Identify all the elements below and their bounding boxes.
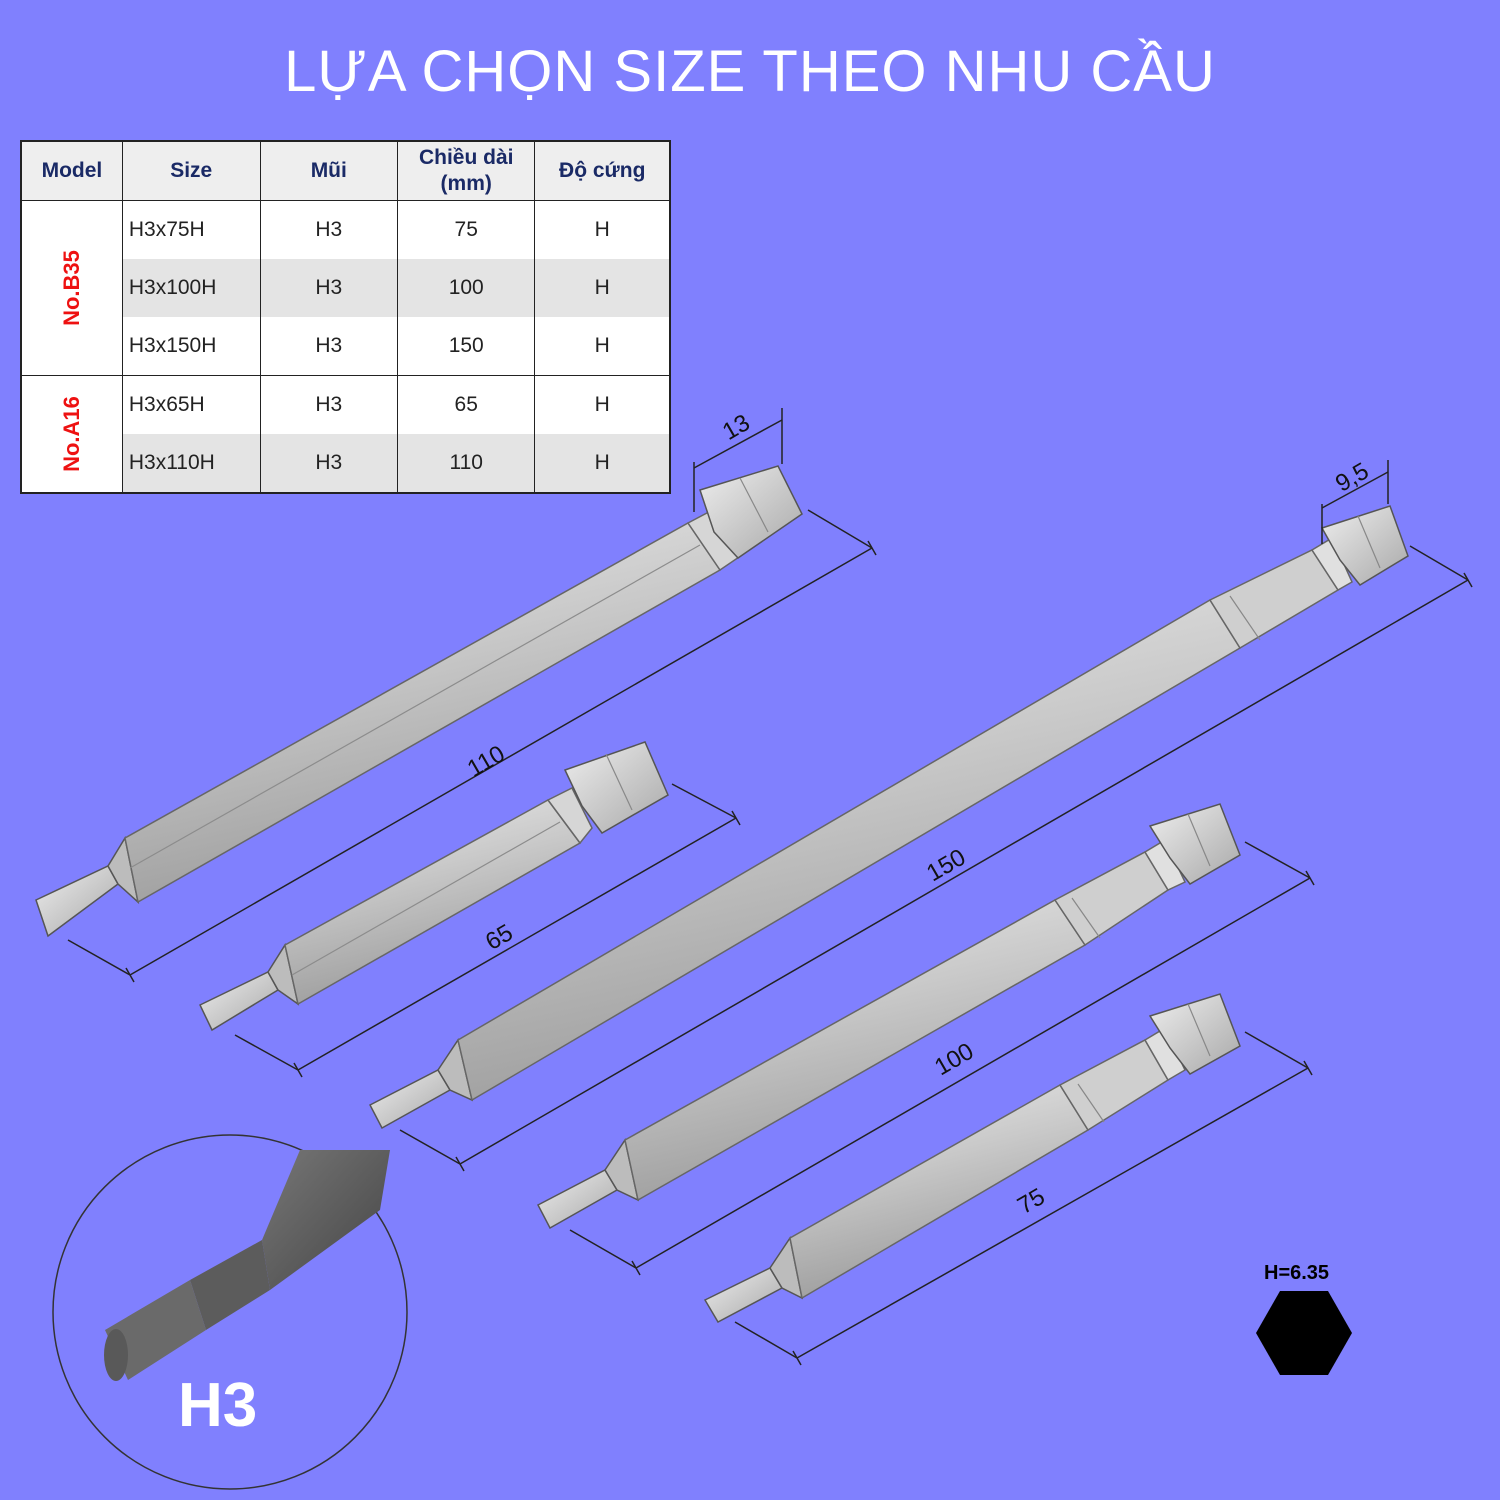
hardness-cell: H [534,317,671,376]
spec-table: Model Size Mũi Chiều dài (mm) Độ cứng No… [20,140,671,494]
bit-150 [368,505,1409,1130]
table-row: H3x110H H3 110 H [21,434,671,494]
table-header-row: Model Size Mũi Chiều dài (mm) Độ cứng [20,140,671,201]
dim-label-13: 13 [718,409,755,446]
model-cell: No.B35 [20,200,123,376]
tip-cell: H3 [259,375,398,434]
hardness-cell: H [534,434,671,494]
table-row: No.B35 H3x75H H3 75 H [20,200,671,376]
header-size: Size [121,140,261,201]
size-cell: H3x75H [121,200,261,259]
bit-100 [536,803,1241,1230]
dim-label-75: 75 [1013,1183,1050,1220]
header-hardness: Độ cứng [534,140,671,201]
length-cell: 150 [396,317,536,376]
dim-label-110: 110 [463,740,510,783]
tip-label: H3 [178,1371,258,1440]
hex-size-label: H=6.35 [1264,1262,1330,1284]
bit-110 [35,465,803,938]
length-cell: 100 [396,259,536,317]
length-cell: 110 [396,434,536,494]
bit-75 [703,993,1241,1323]
header-tip: Mũi [259,140,398,201]
dimension-lines [67,408,1473,1366]
tip-cell: H3 [259,317,398,376]
table-row: H3x150H H3 150 H [21,317,671,376]
hexagon-icon [1256,1291,1352,1375]
header-model: Model [20,140,123,201]
size-cell: H3x110H [121,434,261,494]
table-row: H3x100H H3 100 H [21,259,671,317]
tip-cell: H3 [259,200,398,259]
dim-label-150: 150 [922,844,970,887]
tip-cell: H3 [259,434,398,494]
dim-label-9-5: 9,5 [1331,457,1373,497]
page-title: LỰA CHỌN SIZE THEO NHU CẦU [284,39,1216,104]
hardness-cell: H [534,375,671,434]
tip-cell: H3 [259,259,398,317]
model-cell: No.A16 [20,375,123,494]
hardness-cell: H [534,259,671,317]
size-cell: H3x100H [121,259,261,317]
dim-label-65: 65 [481,919,518,956]
table-row: No.A16 H3x65H H3 65 H [20,375,671,494]
length-cell: 75 [396,200,536,259]
size-cell: H3x150H [121,317,261,376]
hardness-cell: H [534,200,671,259]
length-cell: 65 [396,375,536,434]
bit-65 [199,741,669,1032]
tip-zoom [52,1134,408,1490]
